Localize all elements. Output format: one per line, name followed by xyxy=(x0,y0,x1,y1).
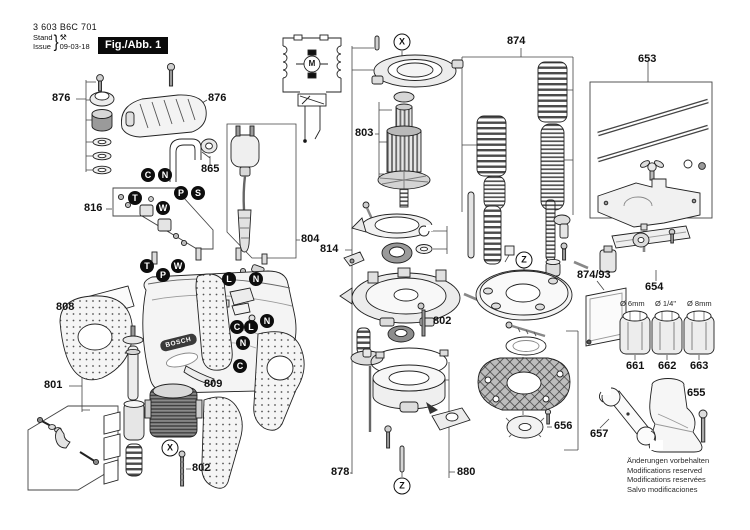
collet-chucks xyxy=(619,310,715,355)
connector-badge-s-3: S xyxy=(191,186,205,200)
wiring-schematic xyxy=(282,34,342,143)
size-label-collet-8mm: Ø 8mm xyxy=(687,299,712,308)
part-label-802-a: 802 xyxy=(192,462,211,474)
plunge-column xyxy=(122,325,145,477)
part-label-874: 874 xyxy=(507,35,526,47)
connector-badge-t-4: T xyxy=(128,191,142,205)
part-label-809: 809 xyxy=(204,378,223,390)
title-block: 3 603 B6C 701 Stand Issue } ⚒ 09-03-18 xyxy=(33,22,97,53)
part-label-878: 878 xyxy=(331,466,350,478)
part-label-874-93: 874/93 xyxy=(577,269,611,281)
motor-cover xyxy=(120,62,207,138)
disclaimer-line: Salvo modificaciones xyxy=(627,484,698,494)
part-label-655: 655 xyxy=(687,387,706,399)
screw-cap-washer-stack xyxy=(89,74,115,175)
field-stator xyxy=(144,383,203,487)
type-number: 3 603 B6C 701 xyxy=(33,22,97,32)
part-label-804: 804 xyxy=(301,233,320,245)
parallel-guide xyxy=(589,81,713,252)
part-label-663: 663 xyxy=(690,360,709,372)
part-label-657: 657 xyxy=(590,428,609,440)
part-label-654: 654 xyxy=(645,281,664,293)
part-label-653: 653 xyxy=(638,53,657,65)
disclaimer-line: Modifications reservées xyxy=(627,475,706,484)
part-label-801: 801 xyxy=(44,379,63,391)
edge-guide-bracket xyxy=(599,225,691,273)
dust-extraction-hood xyxy=(648,378,708,453)
spindle-lock-group xyxy=(350,302,471,473)
base-parts-box xyxy=(27,405,121,491)
disclaimer-line: Modifications reserved xyxy=(627,465,703,475)
switch-parts-box xyxy=(112,187,214,250)
connector-badge-n-14: N xyxy=(236,336,250,350)
part-label-808: 808 xyxy=(56,301,75,313)
part-label-865: 865 xyxy=(201,163,220,175)
disclaimer-line: Änderungen vorbehalten xyxy=(627,456,710,465)
part-label-814: 814 xyxy=(320,243,339,255)
revision-date: 09-03-18 xyxy=(59,42,90,51)
connector-badge-n-1: N xyxy=(158,168,172,182)
part-label-662: 662 xyxy=(658,360,677,372)
part-label-802-b: 802 xyxy=(433,315,452,327)
connector-badge-l-12: L xyxy=(244,320,258,334)
part-label-876-left: 876 xyxy=(52,92,71,104)
connector-badge-t-6: T xyxy=(140,259,154,273)
cable-clamp xyxy=(169,138,218,182)
sole-plate-group xyxy=(477,336,571,439)
tool-stamp-icon: ⚒ xyxy=(59,33,67,42)
connector-badge-c-15: C xyxy=(233,359,247,373)
ref-marker-x-1: X xyxy=(161,439,179,457)
connector-badge-w-5: W xyxy=(156,201,170,215)
revision-label-en: Issue xyxy=(33,41,51,51)
connector-badge-p-2: P xyxy=(174,186,188,200)
size-label-collet-6mm: Ø 6mm xyxy=(620,299,645,308)
ref-marker-z-3: Z xyxy=(393,477,411,495)
power-cord xyxy=(230,125,265,275)
part-label-880: 880 xyxy=(457,466,476,478)
connector-badge-c-11: C xyxy=(230,320,244,334)
router-base xyxy=(463,214,589,338)
size-label-collet-quarter: Ø 1/4" xyxy=(655,299,677,308)
connector-badge-p-7: P xyxy=(156,268,170,282)
armature-assembly xyxy=(371,35,464,208)
part-label-816: 816 xyxy=(84,202,103,214)
connector-badge-n-10: N xyxy=(249,272,263,286)
spanner-wrench xyxy=(598,385,663,450)
part-label-656: 656 xyxy=(554,420,573,432)
connector-badge-l-9: L xyxy=(222,272,236,286)
connector-badge-n-13: N xyxy=(260,314,274,328)
ref-marker-z-2: Z xyxy=(515,251,533,269)
ref-marker-x-0: X xyxy=(393,33,411,51)
plunge-springs xyxy=(467,61,568,265)
schematic-motor-label: M xyxy=(308,59,316,68)
bearing-plate-group xyxy=(339,201,461,327)
handle-shells xyxy=(59,273,305,489)
revision-label-de: Stand xyxy=(33,33,53,42)
part-label-876-right: 876 xyxy=(208,92,227,104)
revision-brace: } xyxy=(53,32,59,53)
connector-badge-w-8: W xyxy=(171,259,185,273)
part-label-803: 803 xyxy=(355,127,374,139)
revision-block: Stand Issue } ⚒ 09-03-18 xyxy=(33,32,97,53)
connector-badge-c-0: C xyxy=(141,168,155,182)
figure-badge: Fig./Abb. 1 xyxy=(98,37,169,54)
part-label-661: 661 xyxy=(626,360,645,372)
